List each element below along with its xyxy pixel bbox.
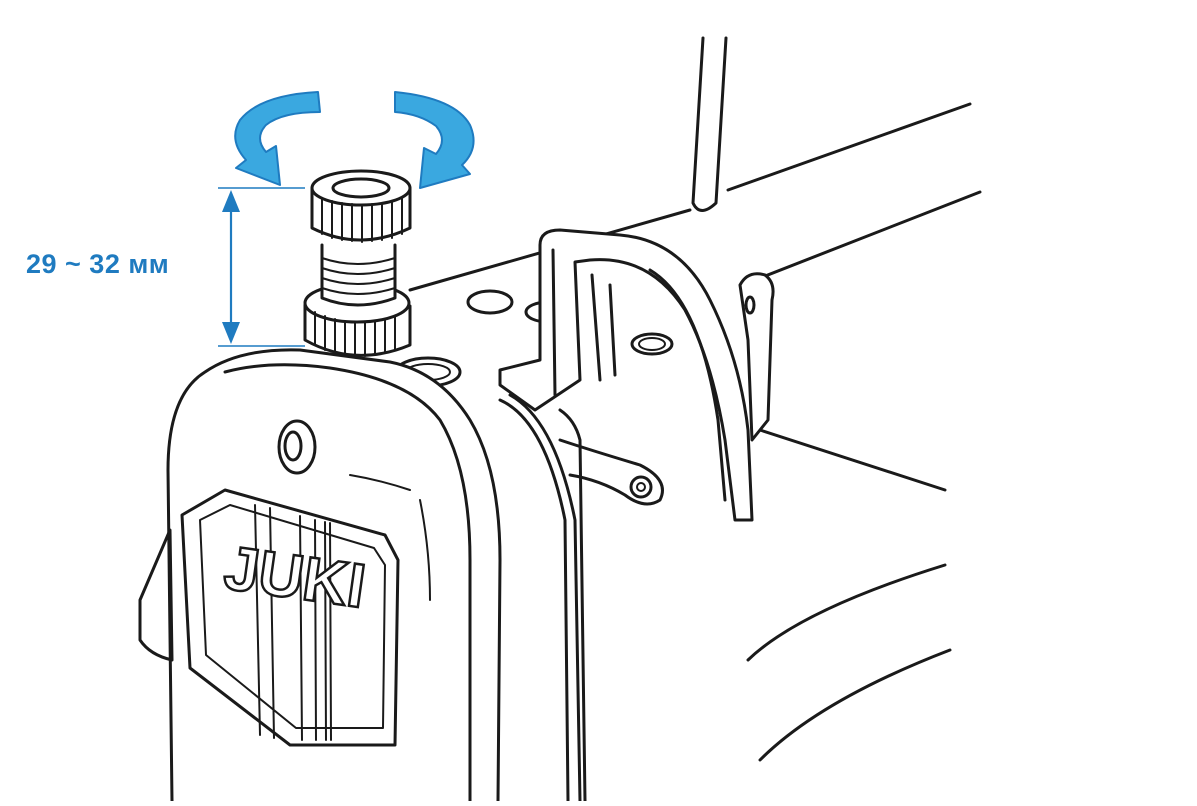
thread-guide-rod [691, 36, 728, 212]
logo-window [180, 474, 431, 747]
dimension-arrow-icon [218, 187, 305, 347]
face-plate [138, 348, 582, 803]
dimension-label: 29 ~ 32 мм [26, 249, 170, 279]
rotate-left-arrow-icon [234, 91, 321, 186]
machine-arm-outline [408, 102, 982, 762]
tension-knob [303, 169, 412, 357]
thread-guide-bracket [498, 228, 775, 803]
rotate-right-arrow-icon [394, 91, 475, 189]
